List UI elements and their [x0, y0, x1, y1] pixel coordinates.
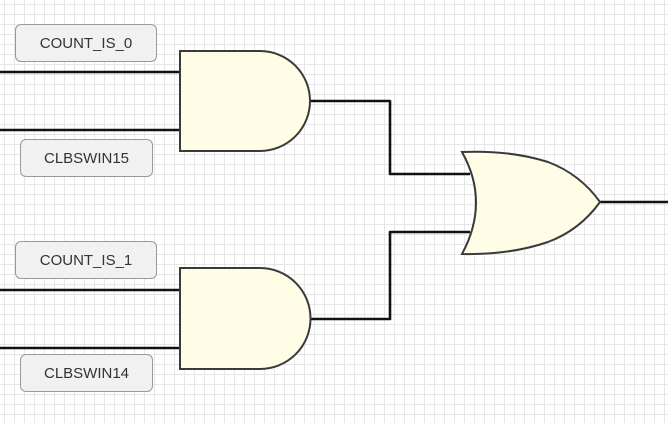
label-count-is-0[interactable]: COUNT_IS_0: [15, 24, 157, 62]
and-gate-1[interactable]: [179, 50, 311, 152]
wire-and2-to-or[interactable]: [310, 230, 470, 321]
and-gate-2[interactable]: [179, 267, 312, 370]
label-clbswin14[interactable]: CLBSWIN14: [20, 354, 153, 392]
wire-and1-to-or[interactable]: [310, 99, 470, 176]
or-gate[interactable]: [460, 150, 602, 256]
label-clbswin15[interactable]: CLBSWIN15: [20, 139, 153, 177]
label-count-is-1[interactable]: COUNT_IS_1: [15, 241, 157, 279]
